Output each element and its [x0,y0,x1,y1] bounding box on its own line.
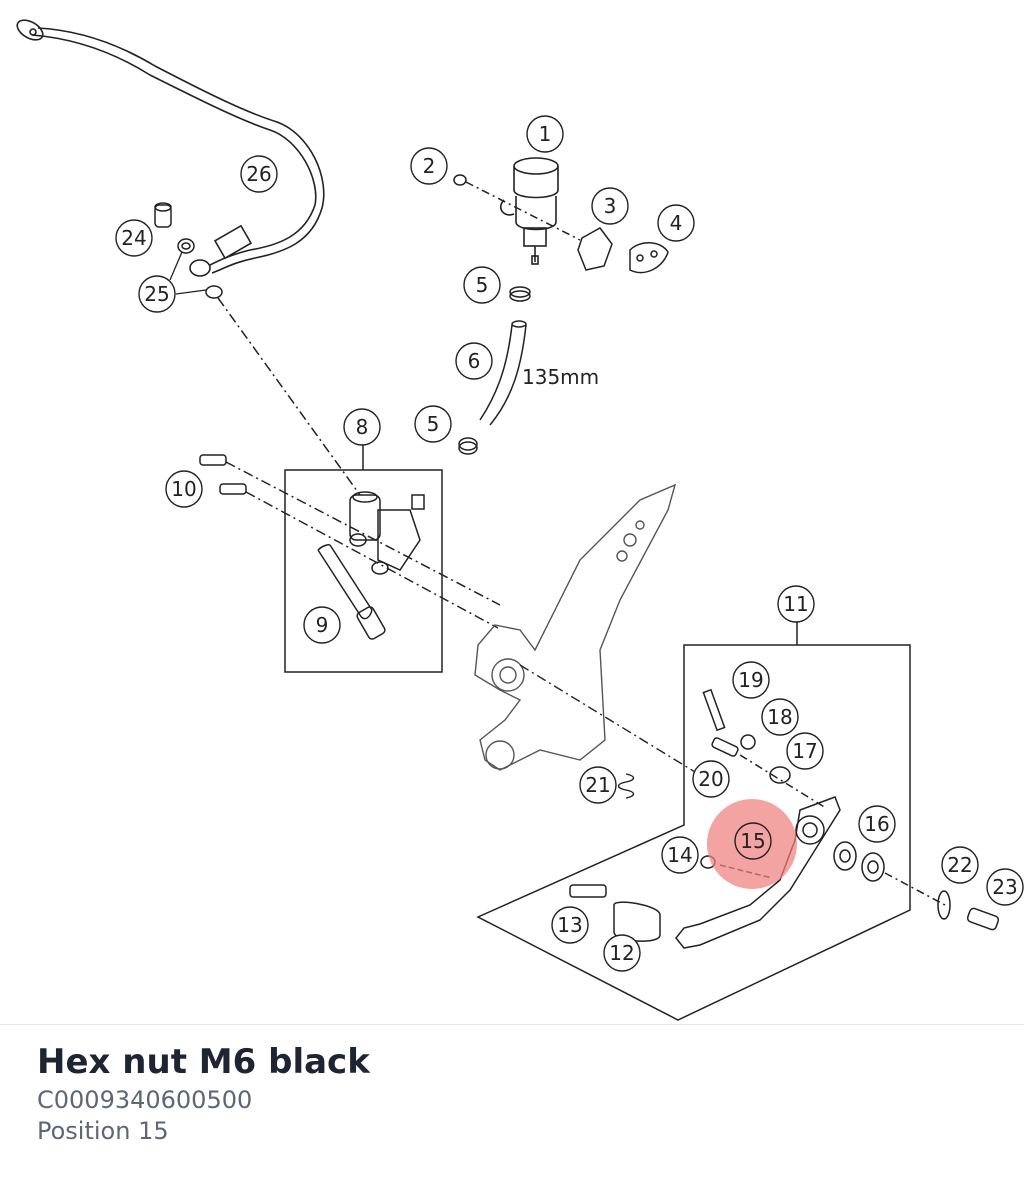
callout-4[interactable]: 4 [657,204,695,242]
callout-18[interactable]: 18 [761,698,799,736]
svg-text:5: 5 [427,412,440,436]
callout-24[interactable]: 24 [115,219,153,257]
callout-22[interactable]: 22 [941,846,979,884]
svg-text:21: 21 [585,773,610,797]
svg-text:9: 9 [316,613,329,637]
part-title: Hex nut M6 black [37,1042,370,1082]
mounting-bolts [199,297,501,629]
callout-10[interactable]: 10 [165,470,203,508]
exploded-parts-diagram: 135mm 1 2 3 4 5 5 6 8 9 10 11 12 13 14 1… [16,19,1024,1021]
svg-text:1: 1 [539,122,552,146]
callout-21[interactable]: 21 [579,766,617,804]
master-cylinder-group [284,445,443,673]
callout-2[interactable]: 2 [410,147,448,185]
callout-20[interactable]: 20 [692,760,730,798]
svg-text:26: 26 [246,162,271,186]
svg-text:13: 13 [557,913,582,937]
callout-5-upper[interactable]: 5 [463,266,501,304]
callout-8[interactable]: 8 [343,408,381,446]
svg-text:14: 14 [667,843,692,867]
svg-text:17: 17 [792,739,817,763]
hose-clamps [458,286,531,455]
fluid-reservoir [499,157,559,265]
svg-text:11: 11 [783,592,808,616]
svg-text:5: 5 [476,273,489,297]
svg-text:10: 10 [171,477,196,501]
svg-text:24: 24 [121,226,146,250]
pivot-hardware [937,890,1000,931]
callout-16[interactable]: 16 [858,805,896,843]
svg-text:4: 4 [670,211,683,235]
callout-15[interactable]: 15 [734,822,772,860]
svg-text:25: 25 [144,282,169,306]
svg-text:19: 19 [738,668,763,692]
callout-17[interactable]: 17 [786,732,824,770]
fitting-parts [154,202,223,299]
callout-5-lower[interactable]: 5 [414,405,452,443]
callout-11[interactable]: 11 [777,585,815,623]
section-divider [0,1024,1024,1025]
svg-text:23: 23 [992,875,1017,899]
callout-3[interactable]: 3 [591,187,629,225]
callout-12[interactable]: 12 [603,934,641,972]
callout-9[interactable]: 9 [303,606,341,644]
brake-hose [16,19,325,277]
svg-text:8: 8 [356,415,369,439]
part-position: Position 15 [37,1117,169,1145]
callout-leaders [169,251,207,295]
svg-text:15: 15 [740,829,765,853]
callout-23[interactable]: 23 [986,868,1024,906]
callout-1[interactable]: 1 [526,115,564,153]
callout-13[interactable]: 13 [551,906,589,944]
highlight-marker [707,799,797,889]
svg-text:12: 12 [609,941,634,965]
part-number: C0009340600500 [37,1086,253,1114]
svg-text:3: 3 [604,194,617,218]
callout-26[interactable]: 26 [240,155,278,193]
svg-text:16: 16 [864,812,889,836]
callout-14[interactable]: 14 [661,836,699,874]
return-spring [617,773,635,799]
reservoir-bracket [453,174,669,274]
svg-text:22: 22 [947,853,972,877]
svg-text:2: 2 [423,154,436,178]
brake-pedal-group [476,622,946,1021]
svg-text:6: 6 [468,349,481,373]
callout-6[interactable]: 6 [455,342,493,380]
callout-25[interactable]: 25 [138,275,176,313]
svg-text:20: 20 [698,767,723,791]
footrest-bracket [474,483,701,776]
hose-length-label: 135mm [522,365,599,389]
svg-text:18: 18 [767,705,792,729]
callout-19[interactable]: 19 [732,661,770,699]
